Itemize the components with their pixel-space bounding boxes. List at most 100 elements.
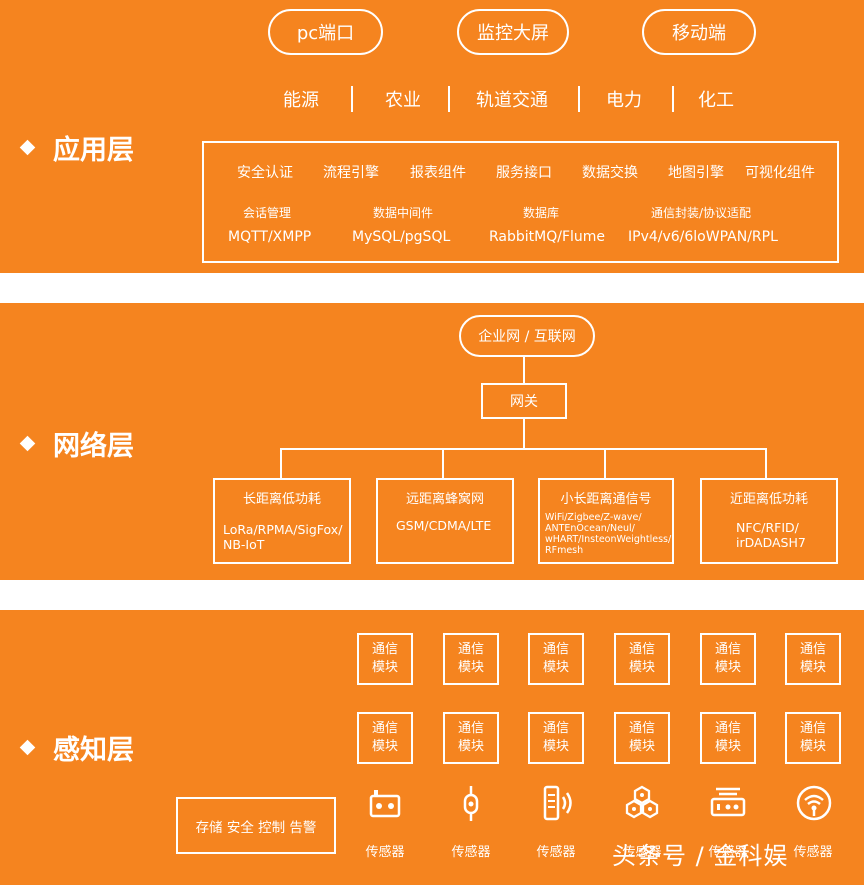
comm-module: 通信模块 [528, 633, 584, 685]
module-line: 通信 [628, 721, 655, 736]
router-device-icon [710, 787, 746, 817]
sensor-label: 传感器 [708, 845, 748, 860]
comm-module: 通信模块 [614, 633, 670, 685]
node-detail-line: RFmesh [545, 545, 584, 556]
device-functions-box: 存储 安全 控制 告警 [176, 797, 336, 854]
node-detail-line: WiFi/Zigbee/Z-wave/ [545, 512, 642, 523]
component-report: 报表组件 [410, 165, 466, 181]
comm-module: 通信模块 [357, 633, 413, 685]
diamond-bullet-icon [19, 435, 36, 452]
node-detail-line: NB-IoT [223, 537, 265, 552]
perception-layer-title: 感知层 [19, 728, 134, 767]
connector-line [280, 448, 282, 478]
module-line: 通信 [457, 642, 484, 657]
module-line: 通信 [542, 642, 569, 657]
industry-rail-transit: 轨道交通 [476, 90, 548, 111]
module-line: 模块 [799, 739, 826, 754]
module-line: 通信 [457, 721, 484, 736]
module-line: 通信 [799, 721, 826, 736]
sensor-label: 传感器 [622, 845, 662, 860]
node-detail-line: GSM/CDMA/LTE [396, 518, 492, 533]
component-visualization: 可视化组件 [745, 165, 815, 181]
component-service-interface: 服务接口 [496, 165, 552, 181]
connector-line [523, 419, 525, 449]
layer-title-text: 应用层 [53, 135, 134, 166]
component-session-mgmt: 会话管理 [243, 206, 292, 220]
hexagon-cluster-icon [625, 785, 659, 819]
application-layer-title: 应用层 [19, 128, 134, 167]
connector-line [442, 448, 444, 478]
component-protocol-detail: IPv4/v6/6loWPAN/RPL [628, 229, 778, 245]
module-line: 模块 [714, 739, 741, 754]
comm-module: 通信模块 [700, 633, 756, 685]
application-layer-band [0, 0, 864, 273]
connector-line [765, 448, 767, 478]
node-title: 长距离低功耗 [242, 492, 321, 507]
application-components-box [202, 141, 839, 263]
client-monitor-screen: 监控大屏 [457, 9, 569, 55]
module-line: 模块 [628, 739, 655, 754]
node-title: 近距离低功耗 [729, 492, 808, 507]
network-node-long-range-lowpower: 长距离低功耗 LoRa/RPMA/SigFox/ NB-IoT [213, 478, 351, 564]
diamond-bullet-icon [19, 139, 36, 156]
radio-device-icon [369, 790, 401, 818]
module-line: 通信 [714, 721, 741, 736]
component-middleware-detail: MySQL/pgSQL [352, 229, 451, 245]
client-pc: pc端口 [268, 9, 383, 55]
comm-module: 通信模块 [357, 712, 413, 764]
module-line: 通信 [714, 642, 741, 657]
component-session-detail: MQTT/XMPP [228, 229, 312, 245]
sensor-label: 传感器 [451, 845, 491, 860]
client-mobile: 移动端 [642, 9, 756, 55]
network-layer-band [0, 303, 864, 580]
comm-module: 通信模块 [443, 633, 499, 685]
industry-divider [351, 86, 353, 112]
sensor-label: 传感器 [793, 845, 833, 860]
sensor-label: 传感器 [365, 845, 405, 860]
node-title: 远距离蜂窝网 [405, 492, 484, 507]
module-line: 模块 [542, 660, 569, 675]
comm-module: 通信模块 [443, 712, 499, 764]
node-detail-line: LoRa/RPMA/SigFox/ [223, 522, 343, 537]
module-line: 模块 [799, 660, 826, 675]
comm-module: 通信模块 [785, 712, 841, 764]
layer-title-text: 网络层 [53, 431, 134, 462]
sensor-label: 传感器 [536, 845, 576, 860]
industry-divider [578, 86, 580, 112]
connector-line [523, 357, 525, 383]
component-security-auth: 安全认证 [237, 165, 293, 181]
industry-agriculture: 农业 [385, 90, 421, 111]
node-detail-line: wHART/InsteonWeightless/ [545, 534, 672, 545]
comm-module: 通信模块 [785, 633, 841, 685]
industry-divider [672, 86, 674, 112]
component-data-exchange: 数据交换 [582, 165, 638, 181]
network-node-cellular: 远距离蜂窝网 GSM/CDMA/LTE [376, 478, 514, 564]
connector-line [280, 448, 767, 450]
gateway-node: 网关 [481, 383, 567, 419]
module-line: 通信 [542, 721, 569, 736]
industry-divider [448, 86, 450, 112]
module-line: 模块 [371, 660, 398, 675]
connector-line [604, 448, 606, 478]
component-database: 数据库 [523, 206, 560, 220]
enterprise-internet-node: 企业网 / 互联网 [459, 315, 595, 357]
comm-module: 通信模块 [700, 712, 756, 764]
node-detail-line: ANTEnOcean/Neul/ [545, 523, 635, 534]
node-title: 小长距离通信号 [560, 492, 652, 507]
comm-module: 通信模块 [614, 712, 670, 764]
component-map-engine: 地图引擎 [668, 165, 724, 181]
module-line: 模块 [457, 660, 484, 675]
diamond-bullet-icon [19, 739, 36, 756]
industry-power: 电力 [606, 90, 642, 111]
node-detail-line: irDADASH7 [736, 535, 806, 550]
component-database-detail: RabbitMQ/Flume [489, 229, 606, 245]
network-layer-title: 网络层 [19, 424, 134, 463]
signal-device-icon [543, 785, 572, 821]
watermark-text: 头条号 / 金科娱 [612, 842, 789, 870]
module-line: 模块 [371, 739, 398, 754]
industry-chemical: 化工 [698, 90, 734, 111]
module-line: 模块 [542, 739, 569, 754]
module-line: 通信 [371, 721, 398, 736]
network-node-short-range: 小长距离通信号 WiFi/Zigbee/Z-wave/ ANTEnOcean/N… [538, 478, 674, 564]
node-detail-line: NFC/RFID/ [736, 520, 799, 535]
